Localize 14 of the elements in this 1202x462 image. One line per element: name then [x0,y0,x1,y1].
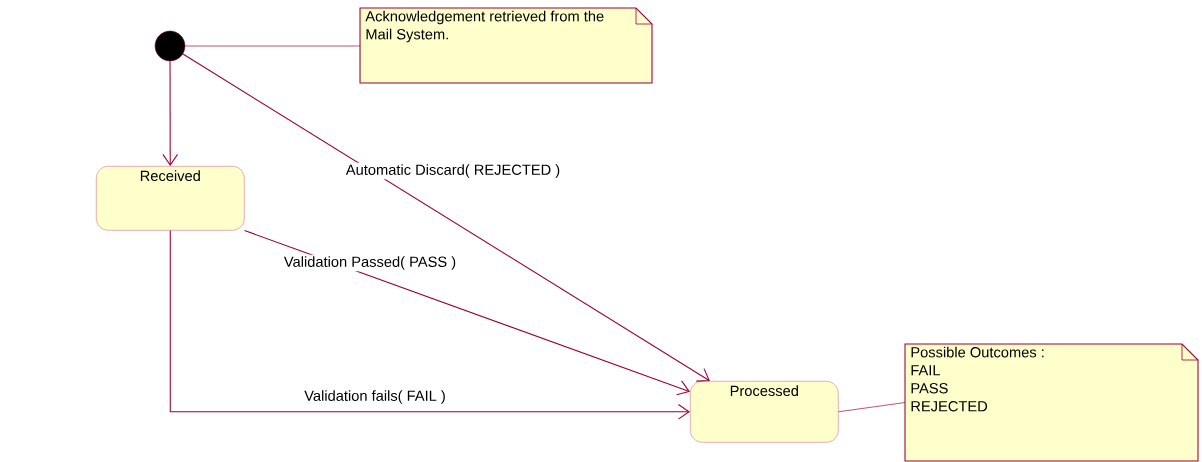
note-box: Acknowledgement retrieved from the Mail System. [359,7,653,84]
note-box: Possible Outcomes : FAIL PASS REJECTED [904,343,1199,462]
state-box: Processed [690,381,839,443]
arrow [169,230,690,420]
arrow [162,60,179,166]
note-link [184,45,361,47]
edge-label: Automatic Discard( REJECTED ) [344,162,562,180]
arrow [182,53,710,382]
note-link [838,402,906,413]
initial-state-dot [154,30,186,62]
arrow [244,230,690,396]
edge-label: Validation fails( FAIL ) [302,388,448,406]
state-box: Received [96,166,245,231]
edge-label: Validation Passed( PASS ) [282,254,458,272]
